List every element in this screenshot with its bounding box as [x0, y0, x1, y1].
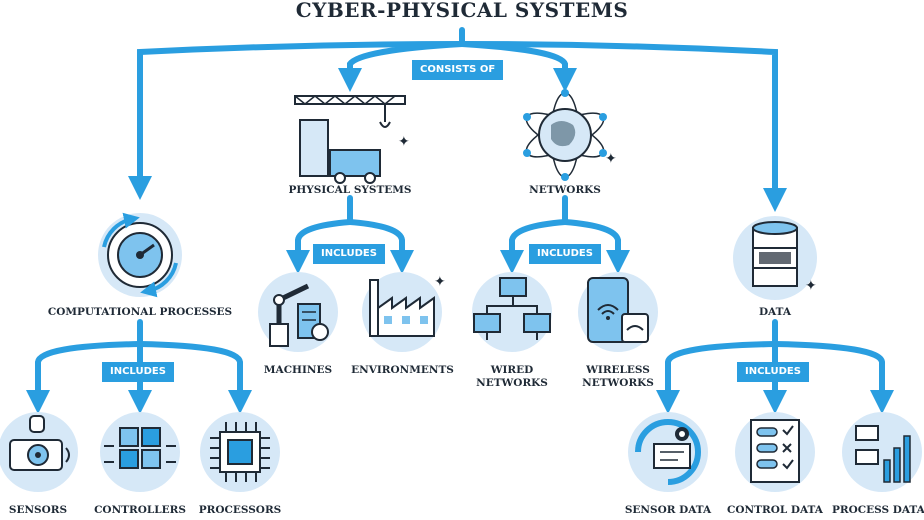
svg-text:✦: ✦ [434, 274, 446, 290]
wifi-devices-icon [578, 272, 658, 352]
arrow-to-wireless [562, 219, 630, 274]
factory-icon: ✦ [362, 272, 446, 352]
diagram-title: CYBER-PHYSICAL SYSTEMS [295, 0, 629, 22]
label-sensor-data: SENSOR DATA [624, 504, 712, 516]
checklist-icon [735, 412, 815, 492]
label-wired-line1: WIRED [490, 364, 534, 376]
label-data: DATA [758, 306, 792, 318]
arrow-to-machines [286, 219, 353, 274]
label-wired-networks: WIRED NETWORKS [462, 364, 562, 390]
badge-physical-includes: INCLUDES [313, 244, 385, 264]
connector-arrows [25, 27, 894, 414]
arrow-to-environments [347, 219, 414, 274]
badge-networks-includes: INCLUDES [529, 244, 601, 264]
svg-text:✦: ✦ [805, 278, 817, 294]
arrow-to-processors [137, 341, 252, 414]
label-physical-systems: PHYSICAL SYSTEMS [288, 184, 412, 196]
label-control-data: CONTROL DATA [727, 504, 823, 516]
monitors-icon [472, 272, 552, 352]
label-wireless-networks: WIRELESS NETWORKS [568, 364, 668, 390]
arrow-to-computational [128, 41, 465, 200]
cubes-icon [100, 412, 180, 492]
globe-network-icon: ✦ [523, 89, 617, 181]
label-sensors: SENSORS [8, 504, 68, 516]
arrow-to-physical [338, 41, 465, 92]
gear-screen-icon [628, 412, 708, 492]
label-process-data: PROCESS DATA [832, 504, 924, 516]
label-wireless-line2: NETWORKS [582, 377, 654, 389]
label-processors: PROCESSORS [198, 504, 282, 516]
badge-computational-includes: INCLUDES [102, 362, 174, 382]
arrow-to-sensor-data [656, 341, 778, 414]
arrow-to-wired [500, 219, 568, 274]
arrow-to-data [459, 41, 787, 212]
svg-text:✦: ✦ [398, 134, 410, 150]
bar-chart-icon [842, 412, 922, 492]
arrow-to-process-data [772, 341, 894, 414]
label-controllers: CONTROLLERS [94, 504, 186, 516]
label-wired-line2: NETWORKS [476, 377, 548, 389]
sensor-camera-icon [0, 412, 78, 492]
factory-crane-icon: ✦ [294, 95, 410, 184]
arrow-to-sensors [25, 341, 143, 414]
svg-text:✦: ✦ [605, 151, 617, 167]
label-machines: MACHINES [263, 364, 333, 376]
label-environments: ENVIRONMENTS [351, 364, 454, 376]
label-computational-processes: COMPUTATIONAL PROCESSES [47, 306, 233, 318]
label-networks: NETWORKS [529, 184, 601, 196]
arrow-to-networks [459, 41, 577, 92]
badge-consists-of: CONSISTS OF [412, 60, 504, 80]
gauge-gear-icon [98, 212, 182, 298]
chip-icon [200, 412, 280, 492]
database-icon: ✦ [733, 216, 817, 300]
robot-arm-icon [258, 272, 338, 352]
label-wireless-line1: WIRELESS [586, 364, 650, 376]
badge-data-includes: INCLUDES [737, 362, 809, 382]
